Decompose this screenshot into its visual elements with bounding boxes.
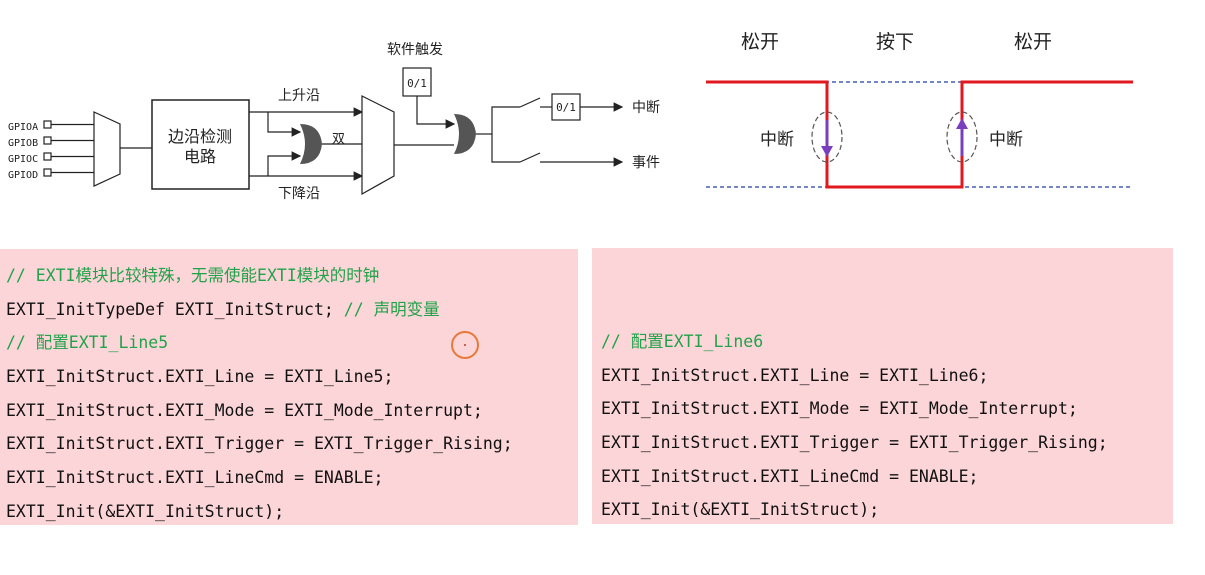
waveform-label-release-2: 松开 — [1014, 31, 1052, 53]
software-trigger-label: 软件触发 — [387, 42, 443, 58]
falling-interrupt-marker — [811, 111, 843, 163]
interrupt-mask-bit: 0/1 — [556, 101, 576, 114]
code-comment-line6: // 配置EXTI_Line6 — [601, 332, 764, 351]
gpio-d-label: GPIOD — [8, 170, 38, 181]
edge-detect-box — [151, 99, 250, 190]
edge-detect-label-2: 电路 — [184, 147, 216, 166]
code-comment-clock: // EXTI模块比较特殊，无需使能EXTI模块的时钟 — [6, 266, 380, 285]
interrupt-switch — [519, 97, 541, 108]
exti-diagram: GPIOA GPIOB GPIOC GPIOD 边沿检测 电路 上升沿 下降沿 … — [8, 31, 1133, 202]
code-panel-line5: // EXTI模块比较特殊，无需使能EXTI模块的时钟 EXTI_InitTyp… — [0, 249, 578, 525]
mouse-cursor-indicator — [451, 331, 479, 359]
event-switch — [519, 152, 541, 163]
gpio-b-pin — [43, 136, 52, 145]
gpio-a-pin — [43, 120, 52, 129]
code-line6-linecmd: EXTI_InitStruct.EXTI_LineCmd = ENABLE; — [601, 466, 979, 486]
edge-detect-label-1: 边沿检测 — [168, 127, 232, 146]
gpio-c-pin — [43, 152, 52, 161]
falling-edge-label: 下降沿 — [278, 186, 320, 202]
trigger-mux — [361, 95, 395, 196]
event-output-label: 事件 — [632, 155, 660, 171]
waveform-label-press: 按下 — [876, 31, 914, 53]
or-gate-edges — [300, 124, 322, 164]
gpio-c-label: GPIOC — [8, 154, 38, 165]
code-line5-mode: EXTI_InitStruct.EXTI_Mode = EXTI_Mode_In… — [6, 400, 483, 420]
button-waveform: 松开 按下 松开 中断 中断 — [706, 31, 1133, 189]
code-line6-init: EXTI_Init(&EXTI_InitStruct); — [601, 500, 880, 520]
code-inline-comment: // 声明变量 — [343, 299, 440, 319]
code-line5-init: EXTI_Init(&EXTI_InitStruct); — [6, 501, 285, 521]
code-line6-mode: EXTI_InitStruct.EXTI_Mode = EXTI_Mode_In… — [601, 399, 1078, 419]
rising-arrow-icon — [956, 118, 968, 129]
waveform-label-release-1: 松开 — [741, 31, 779, 53]
signal-line — [706, 80, 1133, 189]
left-interrupt-label: 中断 — [760, 130, 794, 150]
code-declare-line: EXTI_InitTypeDef EXTI_InitStruct; // 声明变… — [0, 293, 578, 327]
right-interrupt-label: 中断 — [989, 130, 1023, 150]
code-line5-line: EXTI_InitStruct.EXTI_Line = EXTI_Line5; — [6, 367, 394, 387]
rising-interrupt-marker — [946, 111, 978, 163]
gpio-d-pin — [43, 168, 52, 177]
gpio-b-label: GPIOB — [8, 138, 38, 149]
code-line6-line: EXTI_InitStruct.EXTI_Line = EXTI_Line6; — [601, 365, 989, 385]
software-trigger-bit: 0/1 — [407, 77, 427, 90]
code-comment-line5: // 配置EXTI_Line5 — [6, 333, 169, 353]
gpio-a-label: GPIOA — [8, 122, 38, 133]
code-declare: EXTI_InitTypeDef EXTI_InitStruct; — [6, 299, 344, 319]
interrupt-mask-register — [551, 93, 581, 121]
falling-arrow-icon — [821, 146, 833, 157]
or-gate-software — [454, 114, 476, 154]
cursor-dot — [464, 344, 466, 346]
gpio-inputs: GPIOA GPIOB GPIOC GPIOD — [8, 120, 94, 181]
input-mux — [93, 111, 121, 187]
interrupt-output-label: 中断 — [632, 100, 660, 116]
both-edges-label: 双 — [332, 132, 345, 147]
software-trigger-register — [402, 67, 432, 97]
code-line6-trigger: EXTI_InitStruct.EXTI_Trigger = EXTI_Trig… — [601, 433, 1108, 453]
code-panel-line6: // 配置EXTI_Line6 EXTI_InitStruct.EXTI_Lin… — [592, 248, 1173, 524]
rising-edge-label: 上升沿 — [278, 88, 320, 104]
code-line5-trigger: EXTI_InitStruct.EXTI_Trigger = EXTI_Trig… — [6, 434, 513, 454]
code-line5-linecmd: EXTI_InitStruct.EXTI_LineCmd = ENABLE; — [6, 468, 384, 488]
